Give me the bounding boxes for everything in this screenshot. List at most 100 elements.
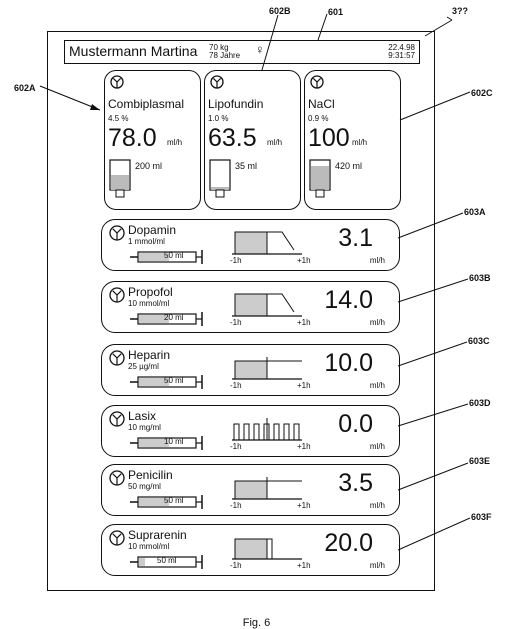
syringe-pump-card[interactable]: Dopamin 1 mmol/ml 50 ml -1h +1h 3.1 ml/h <box>101 219 400 271</box>
drug-concentration: 10 mg/ml <box>128 423 161 432</box>
header-date: 22.4.98 <box>388 43 415 52</box>
pump-rate: 0.0 <box>338 410 373 438</box>
pump-rate: 3.1 <box>338 224 373 252</box>
time-axis-start: -1h <box>230 318 242 327</box>
pump-wheel-icon[interactable] <box>109 350 125 366</box>
bag-volume: 420 ml <box>335 161 363 171</box>
time-axis-end: +1h <box>297 561 311 570</box>
syringe-pump-card[interactable]: Penicilin 50 mg/ml 50 ml -1h +1h 3.5 ml/… <box>101 464 400 516</box>
time-axis-start: -1h <box>230 501 242 510</box>
pump-rate-unit: ml/h <box>369 318 385 327</box>
bag-name: Combiplasmal <box>108 97 185 111</box>
drug-concentration: 1 mmol/ml <box>128 237 165 246</box>
bag-rate: 63.5 <box>208 124 257 152</box>
pump-rate: 3.5 <box>338 469 373 497</box>
ref-bag-a: 602A <box>14 83 36 93</box>
pump-wheel-icon[interactable] <box>210 75 224 89</box>
infusion-bag-card[interactable]: Combiplasmal 4.5 % 78.0 ml/h 200 ml <box>104 70 201 210</box>
syringe-icon <box>130 250 203 264</box>
time-axis-start: -1h <box>230 442 242 451</box>
time-axis-end: +1h <box>297 381 311 390</box>
infusion-history-graph <box>232 418 302 441</box>
syringe-pump-card[interactable]: Heparin 25 µg/ml 50 ml -1h +1h 10.0 ml/h <box>101 344 400 396</box>
figure-caption: Fig. 6 <box>242 617 271 629</box>
ref-bag-b: 602B <box>269 6 291 16</box>
bag-icon <box>109 159 131 198</box>
bag-concentration: 0.9 % <box>308 114 329 123</box>
time-axis-start: -1h <box>230 561 242 570</box>
bag-rate-unit: ml/h <box>267 138 283 147</box>
infusion-history-graph <box>232 477 302 500</box>
bag-rate-unit: ml/h <box>167 138 183 147</box>
pump-rate: 10.0 <box>324 349 373 377</box>
ref-header: 601 <box>328 7 344 17</box>
bag-volume: 35 ml <box>235 161 258 171</box>
bag-rate-unit: ml/h <box>352 138 368 147</box>
drug-concentration: 25 µg/ml <box>128 362 159 371</box>
drug-name: Suprarenin <box>128 528 187 542</box>
syringe-volume: 20 ml <box>164 313 184 322</box>
infusion-bag-card[interactable]: NaCl 0.9 % 100 ml/h 420 ml <box>304 70 401 210</box>
syringe-icon <box>130 436 203 450</box>
infusion-history-graph <box>232 293 302 317</box>
patient-header: Mustermann Martina 70 kg 78 Jahre ♀ 22.4… <box>64 40 420 64</box>
pump-wheel-icon[interactable] <box>109 470 125 486</box>
patient-age: 78 Jahre <box>209 51 241 60</box>
pump-wheel-icon[interactable] <box>310 75 324 89</box>
drug-concentration: 50 mg/ml <box>128 482 161 491</box>
syringe-volume: 50 ml <box>157 556 177 565</box>
drug-name: Propofol <box>128 285 173 299</box>
pump-wheel-icon[interactable] <box>109 225 125 241</box>
monitor-screen <box>47 31 435 591</box>
syringe-pump-card[interactable]: Propofol 10 mmol/ml 20 ml -1h +1h 14.0 m… <box>101 281 400 333</box>
infusion-history-graph <box>232 538 302 560</box>
pump-rate-unit: ml/h <box>369 256 385 265</box>
bag-concentration: 1.0 % <box>208 114 229 123</box>
syringe-volume: 50 ml <box>164 496 184 505</box>
patient-sex-icon: ♀ <box>255 42 265 57</box>
pump-rate: 14.0 <box>324 286 373 314</box>
ref-bag-c: 602C <box>471 88 493 98</box>
infusion-bag-card[interactable]: Lipofundin 1.0 % 63.5 ml/h 35 ml <box>204 70 301 210</box>
pump-wheel-icon[interactable] <box>110 75 124 89</box>
syringe-icon <box>130 495 203 509</box>
drug-concentration: 10 mmol/ml <box>128 299 170 308</box>
drug-name: Lasix <box>128 409 157 423</box>
syringe-pump-card[interactable]: Suprarenin 10 mmol/ml 50 ml -1h +1h 20.0… <box>101 524 400 576</box>
time-axis-start: -1h <box>230 381 242 390</box>
bag-name: NaCl <box>308 97 335 111</box>
pump-rate-unit: ml/h <box>369 501 385 510</box>
time-axis-start: -1h <box>230 256 242 265</box>
drug-name: Penicilin <box>128 468 173 482</box>
syringe-volume: 50 ml <box>164 251 184 260</box>
bag-rate: 100 <box>308 124 350 152</box>
syringe-icon <box>130 375 203 389</box>
bag-concentration: 4.5 % <box>108 114 129 123</box>
pump-rate-unit: ml/h <box>369 381 385 390</box>
time-axis-end: +1h <box>297 501 311 510</box>
syringe-icon <box>130 312 203 326</box>
ref-device: 3?? <box>452 6 469 16</box>
bag-icon <box>209 159 231 198</box>
drug-name: Dopamin <box>128 223 177 237</box>
pump-rate: 20.0 <box>324 529 373 557</box>
syringe-icon <box>130 555 203 569</box>
ref-pump-a: 603A <box>464 207 486 217</box>
time-axis-end: +1h <box>297 256 311 265</box>
ref-pump-d: 603D <box>469 398 491 408</box>
bag-volume: 200 ml <box>135 161 163 171</box>
pump-wheel-icon[interactable] <box>109 530 125 546</box>
bag-name: Lipofundin <box>208 97 264 111</box>
syringe-volume: 10 ml <box>164 437 184 446</box>
patient-name: Mustermann Martina <box>69 43 198 59</box>
ref-pump-e: 603E <box>469 456 491 466</box>
pump-wheel-icon[interactable] <box>109 287 125 303</box>
header-time: 9:31:57 <box>388 51 415 60</box>
ref-pump-b: 603B <box>469 273 491 283</box>
pump-rate-unit: ml/h <box>369 561 385 570</box>
syringe-pump-card[interactable]: Lasix 10 mg/ml 10 ml -1h +1h 0.0 ml/h <box>101 405 400 457</box>
patient-weight: 70 kg <box>209 43 229 52</box>
pump-rate-unit: ml/h <box>369 442 385 451</box>
bag-icon <box>309 159 331 198</box>
pump-wheel-icon[interactable] <box>109 411 125 427</box>
